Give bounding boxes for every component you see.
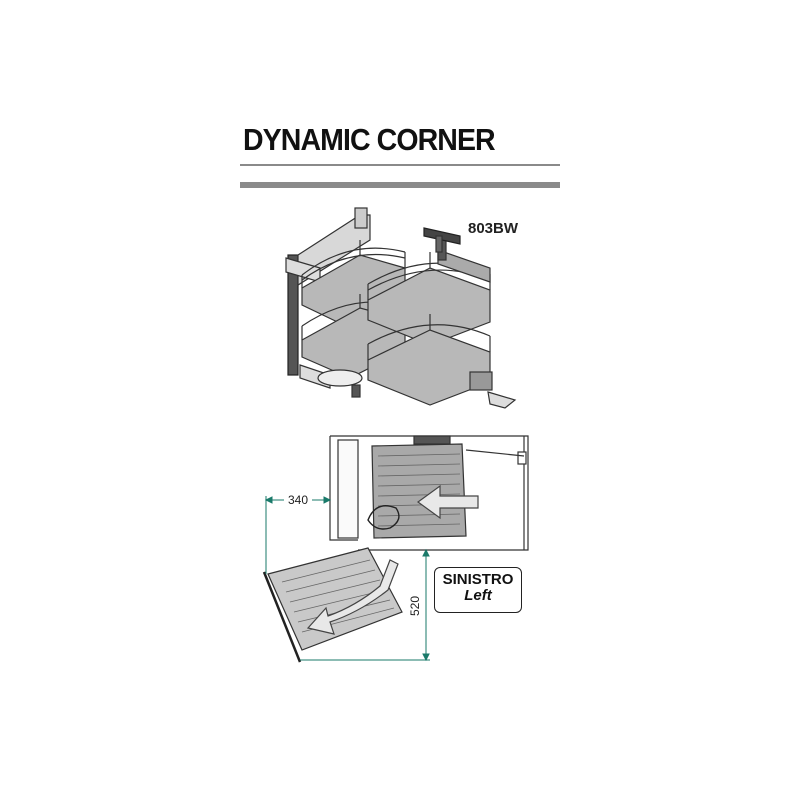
plan-view [262, 435, 529, 663]
side-label-english: Left [464, 587, 492, 604]
slide-arrow [416, 484, 479, 520]
door-edge [262, 571, 302, 663]
page-title: DYNAMIC CORNER [243, 122, 496, 157]
model-code: 803BW [468, 220, 519, 237]
dimension-lines [264, 496, 430, 662]
title-rule-thick [240, 182, 560, 188]
swing-arrow [306, 559, 399, 635]
side-label-box: SINISTRO Left [434, 567, 522, 613]
base-disc [317, 369, 363, 387]
title-rule-thin [240, 164, 560, 166]
top-rail [413, 435, 451, 445]
dimension-340: 340 [288, 493, 308, 507]
left-post [287, 254, 299, 376]
side-label-italian: SINISTRO [442, 571, 514, 588]
floor-plate [487, 391, 517, 409]
product-illustration [285, 207, 517, 409]
top-clamp [354, 207, 368, 229]
cabinet-side [337, 439, 359, 539]
pivot-arm [367, 505, 400, 530]
outer-tray [267, 547, 403, 651]
foot [351, 384, 361, 398]
dimension-520: 520 [408, 596, 422, 616]
right-base [469, 371, 493, 391]
